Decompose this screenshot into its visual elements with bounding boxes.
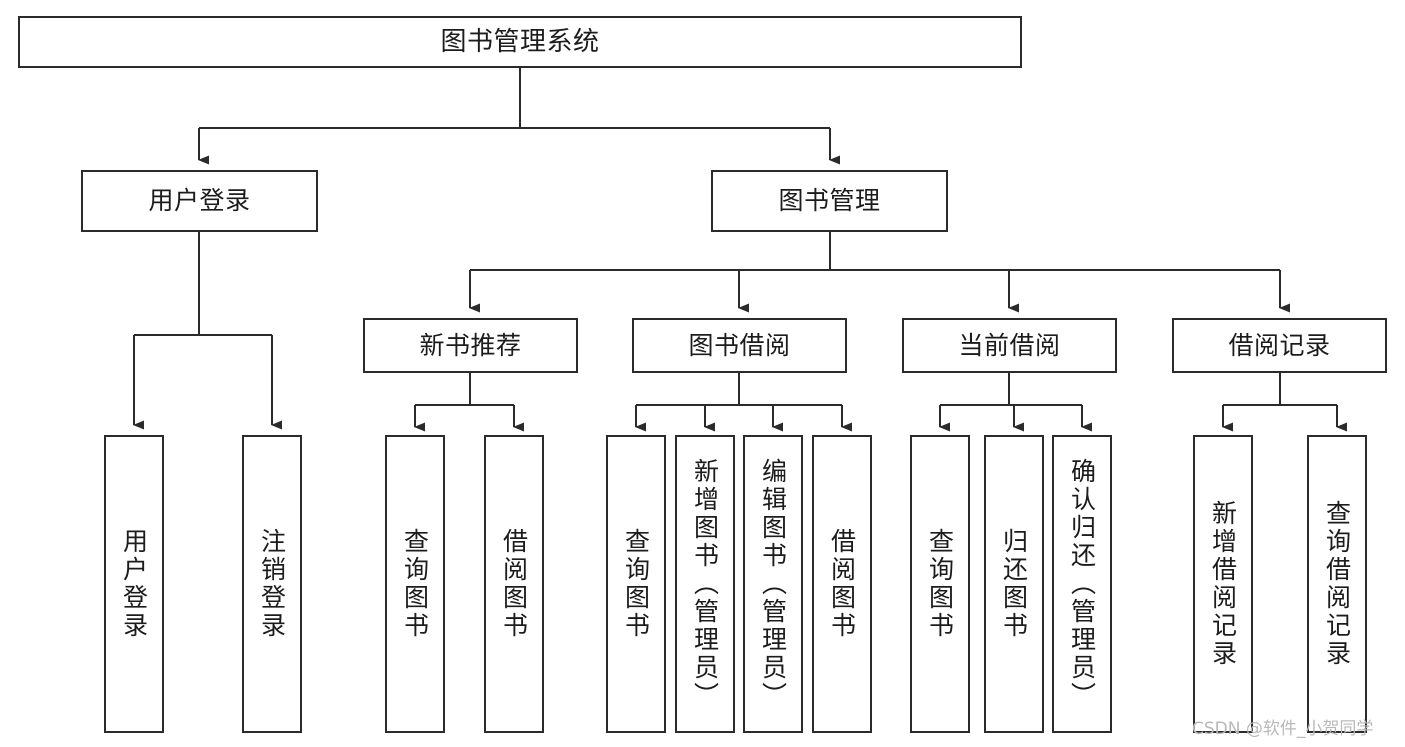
node-borrow-record-label: 借阅记录 <box>1228 330 1331 360</box>
node-root[interactable]: 图书管理系统 <box>18 16 1022 68</box>
node-new-book-recommend[interactable]: 新书推荐 <box>363 318 578 373</box>
node-leaf-user-login[interactable]: 用户登录 <box>104 435 164 733</box>
node-leaf-add-record-label: 新增借阅记录 <box>1208 500 1238 668</box>
node-book-manage-label: 图书管理 <box>778 186 881 216</box>
node-leaf-confirm-return[interactable]: 确认归还（管理员） <box>1052 435 1112 733</box>
node-leaf-query-record-label: 查询借阅记录 <box>1322 500 1352 668</box>
node-leaf-confirm-return-label: 确认归还（管理员） <box>1067 458 1097 710</box>
node-leaf-borrow-book-2[interactable]: 借阅图书 <box>812 435 872 733</box>
node-borrow-record[interactable]: 借阅记录 <box>1172 318 1387 373</box>
node-leaf-query-record[interactable]: 查询借阅记录 <box>1307 435 1367 733</box>
node-leaf-add-book[interactable]: 新增图书（管理员） <box>675 435 735 733</box>
node-root-label: 图书管理系统 <box>440 26 600 57</box>
node-leaf-return-book[interactable]: 归还图书 <box>984 435 1044 733</box>
node-leaf-add-book-label: 新增图书（管理员） <box>690 458 720 710</box>
node-leaf-logout[interactable]: 注销登录 <box>242 435 302 733</box>
node-leaf-edit-book[interactable]: 编辑图书（管理员） <box>743 435 803 733</box>
node-leaf-query-book-3-label: 查询图书 <box>925 528 955 640</box>
node-leaf-add-record[interactable]: 新增借阅记录 <box>1193 435 1253 733</box>
node-leaf-logout-label: 注销登录 <box>257 528 287 640</box>
node-leaf-query-book-2[interactable]: 查询图书 <box>606 435 666 733</box>
node-leaf-query-book-1[interactable]: 查询图书 <box>385 435 445 733</box>
node-current-borrow[interactable]: 当前借阅 <box>902 318 1117 373</box>
csdn-watermark: CSDN @软件_小贺同学 <box>1192 719 1374 739</box>
node-leaf-user-login-label: 用户登录 <box>119 528 149 640</box>
node-leaf-borrow-book-1[interactable]: 借阅图书 <box>484 435 544 733</box>
node-leaf-borrow-book-2-label: 借阅图书 <box>827 528 857 640</box>
node-leaf-edit-book-label: 编辑图书（管理员） <box>758 458 788 710</box>
node-leaf-query-book-3[interactable]: 查询图书 <box>910 435 970 733</box>
node-user-login-label: 用户登录 <box>148 186 251 216</box>
node-user-login[interactable]: 用户登录 <box>81 170 318 232</box>
node-book-borrow[interactable]: 图书借阅 <box>632 318 847 373</box>
node-book-borrow-label: 图书借阅 <box>688 330 791 360</box>
node-current-borrow-label: 当前借阅 <box>958 330 1061 360</box>
node-book-manage[interactable]: 图书管理 <box>711 170 948 232</box>
node-leaf-borrow-book-1-label: 借阅图书 <box>499 528 529 640</box>
node-leaf-return-book-label: 归还图书 <box>999 528 1029 640</box>
node-leaf-query-book-1-label: 查询图书 <box>400 528 430 640</box>
node-leaf-query-book-2-label: 查询图书 <box>621 528 651 640</box>
node-new-book-recommend-label: 新书推荐 <box>419 330 522 360</box>
